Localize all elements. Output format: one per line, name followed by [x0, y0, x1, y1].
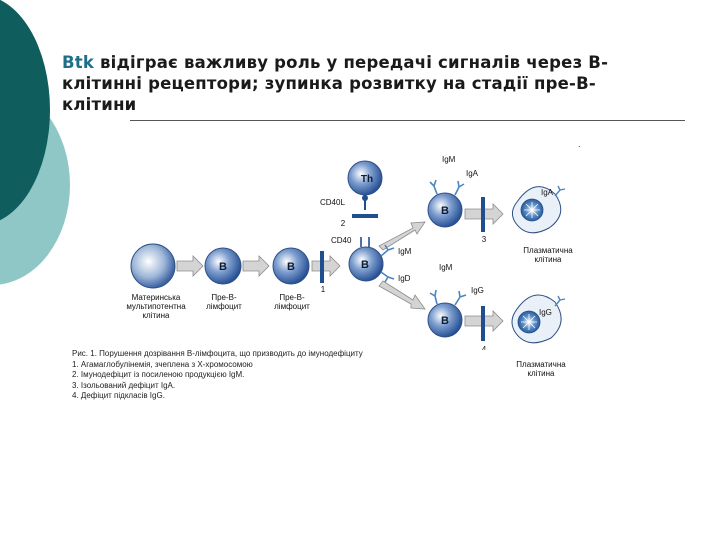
slide-title: Btk відіграє важливу роль у передачі сиг… [62, 52, 662, 115]
iga-top-label: IgA [466, 169, 479, 178]
preb-cell-2-letter: B [287, 261, 295, 273]
block-number-4: 4 [482, 345, 487, 350]
preb-cell-1-label: Пре-B-лімфоцит [206, 293, 242, 311]
igm-receptor-lower [429, 289, 438, 305]
igg-label: IgG [471, 286, 484, 295]
caption-line-1: 1. Агамаглобулінемія, зчеплена з X-хромо… [72, 359, 253, 369]
stem-cell-label: Материнська мультипотентна клітина [126, 293, 186, 320]
stem-cell [130, 243, 176, 289]
iga-plasma-label: IgA [541, 188, 554, 197]
igd-label: IgD [398, 274, 411, 283]
block-bar-2 [352, 214, 378, 218]
block-number-3: 3 [482, 235, 487, 244]
cd40l-knob [362, 195, 368, 201]
igd-receptor-main [380, 271, 395, 283]
arrow-b-to-upper [378, 221, 426, 251]
igm-top-label: IgM [442, 155, 456, 164]
igm-main-label: IgM [398, 247, 412, 256]
b-cell-upper [427, 192, 463, 228]
igm-receptor-top [429, 179, 438, 195]
caption-title: Рис. 1. Порушення дозрівання B-лімфоцита… [72, 349, 363, 358]
arrow-preb-to-b [311, 255, 341, 277]
title-text: відіграє важливу роль у передачі сигналі… [62, 53, 609, 114]
decorative-circles [0, 0, 70, 285]
b-cell-main [348, 246, 384, 282]
title-underline [130, 120, 685, 121]
caption-line-4: 4. Дефіцит підкласів IgG. [72, 391, 165, 400]
b-cell-upper-letter: B [441, 205, 449, 217]
igm-lower-label: IgM [439, 263, 453, 272]
arrow-b-to-lower [378, 280, 426, 310]
block-bar-4 [481, 306, 485, 341]
corner-mark: . [578, 139, 581, 149]
plasma-cell-upper [511, 185, 566, 234]
block-bar-1 [320, 251, 324, 283]
b-cell-diagram: B B 1 B Th 2 B 3 B 4 [130, 160, 566, 354]
caption-line-3: 3. Ізольований дефіцит IgA. [72, 380, 176, 390]
block-number-1: 1 [321, 285, 326, 294]
b-cell-figure: B B 1 B Th 2 B 3 B 4 [115, 150, 585, 354]
figure-caption: Рис. 1. Порушення дозрівання B-лімфоцита… [72, 349, 432, 402]
cd40l-label: CD40L [320, 198, 345, 207]
b-cell-main-letter: B [361, 259, 369, 271]
igg-plasma-label: IgG [539, 308, 552, 317]
preb-cell-2-label: Пре-B-лімфоцит [274, 293, 310, 311]
cd40-label: CD40 [331, 236, 352, 245]
block-number-2: 2 [341, 219, 346, 228]
plasma-cell-lower [511, 294, 566, 344]
iga-receptor-top [454, 180, 465, 196]
preb-cell-1-letter: B [219, 261, 227, 273]
plasma-upper-label: Плазматична клітина [523, 246, 573, 264]
cd40-receptor [360, 237, 370, 247]
b-cell-lower [427, 302, 463, 338]
preb-cell-1 [204, 247, 242, 285]
b-cell-lower-letter: B [441, 315, 449, 327]
plasma-lower-label: Плазматична клітина [516, 360, 566, 378]
igg-receptor-lower [454, 290, 467, 306]
arrow-stem-to-preb [176, 255, 204, 277]
th-cell-letter: Th [361, 174, 373, 185]
caption-line-2: 2. Імунодефіцит із посиленою продукцією … [72, 370, 245, 379]
preb-cell-2 [272, 247, 310, 285]
block-bar-3 [481, 197, 485, 232]
dark-circle [0, 0, 50, 221]
title-keyword: Btk [62, 53, 95, 72]
arrow-preb-to-preb [242, 255, 270, 277]
igm-receptor-main [380, 244, 395, 257]
